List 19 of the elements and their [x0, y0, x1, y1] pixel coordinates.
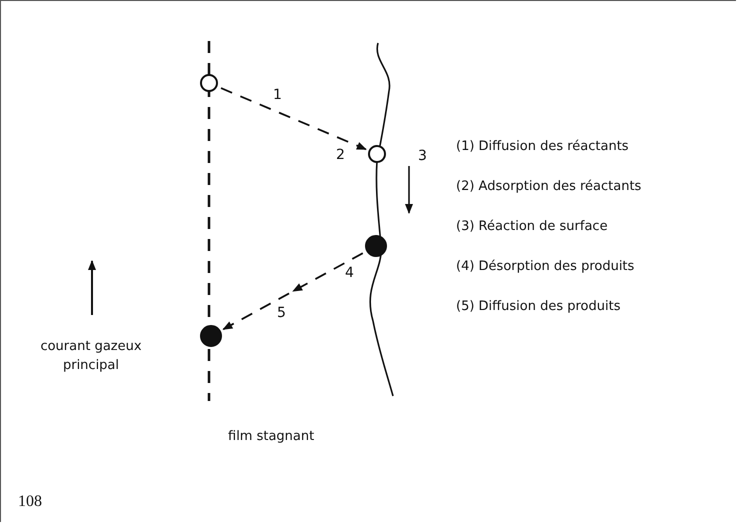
arrow — [220, 87, 367, 150]
product-dot — [365, 235, 387, 257]
step-number: 4 — [345, 265, 354, 281]
reactant-circle — [200, 74, 218, 92]
step-number: 3 — [418, 148, 427, 164]
film-caption: film stagnant — [228, 429, 314, 444]
step-description: (3) Réaction de surface — [456, 219, 608, 234]
step-description: (1) Diffusion des réactants — [456, 139, 629, 154]
step-description: (2) Adsorption des réactants — [456, 179, 642, 194]
edge-label: 5 — [277, 305, 286, 321]
page-number: 108 — [18, 493, 42, 511]
step-number: 2 — [336, 147, 345, 163]
step-description: (4) Désorption des produits — [456, 259, 634, 274]
arrow — [222, 252, 364, 330]
flow-caption: courant gazeux principal — [39, 338, 143, 375]
edge-label: 1 — [273, 87, 282, 103]
step-description: (5) Diffusion des produits — [456, 299, 620, 314]
product-dot — [200, 325, 222, 347]
reactant-circle — [368, 145, 386, 163]
